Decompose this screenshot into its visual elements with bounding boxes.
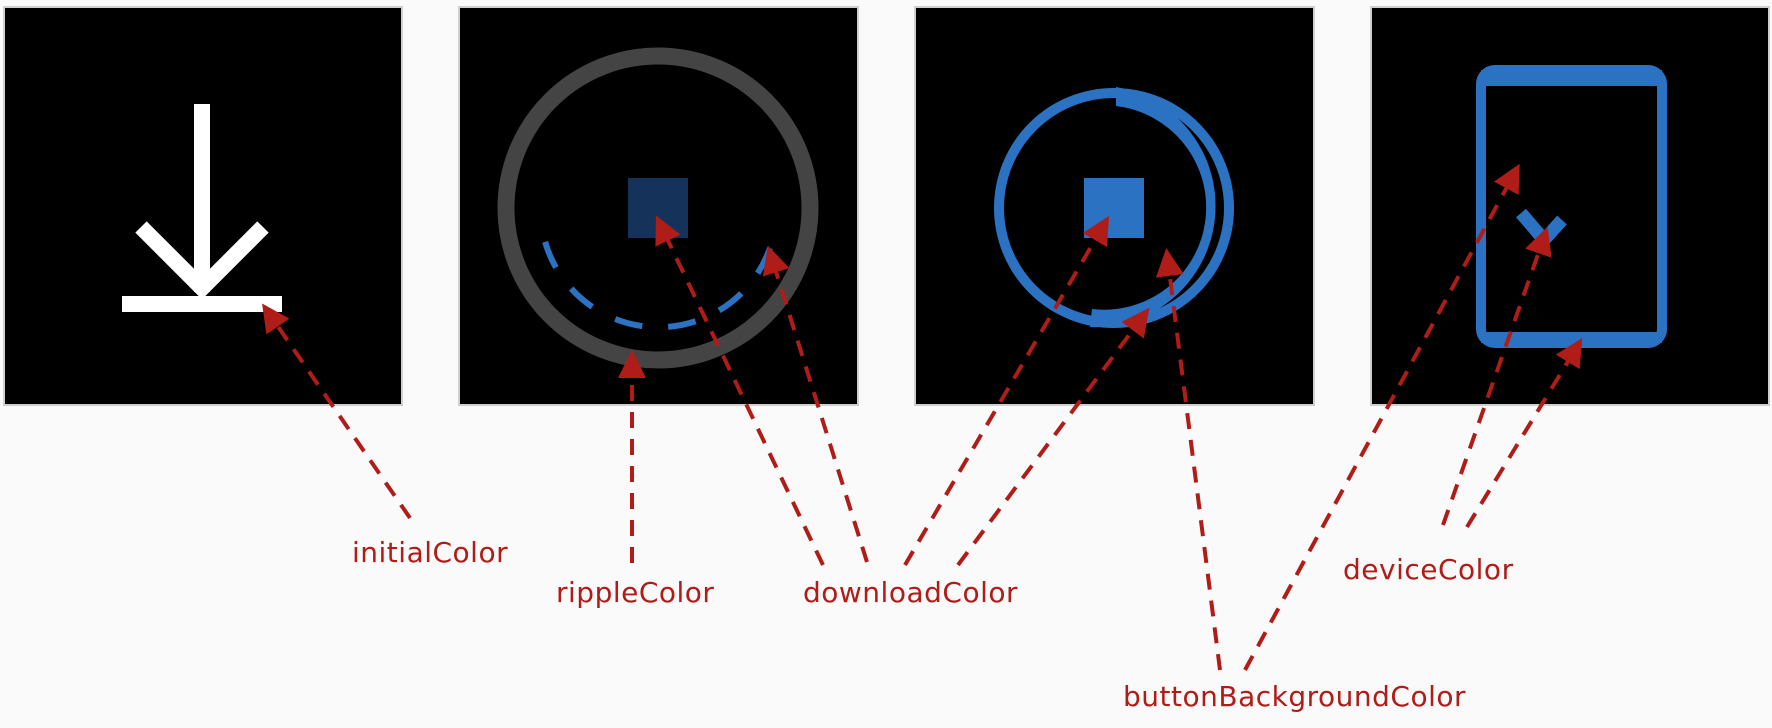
callout-labels: initialColor rippleColor downloadColor b… [352,536,1514,713]
panel-ripple [458,6,859,406]
download-arrow-icon [122,104,282,312]
arrow-download-3 [903,215,1110,567]
label-ripple-color: rippleColor [556,576,714,609]
arrow-download-1 [655,215,825,566]
label-initial-color: initialColor [352,536,508,569]
label-button-background-color: buttonBackgroundColor [1123,680,1466,713]
panel-initial [3,6,403,406]
annotation-arrows [262,163,1583,671]
label-device-color: deviceColor [1343,553,1514,586]
arrow-download-4 [956,307,1150,567]
label-download-color: downloadColor [803,576,1018,609]
arrow-button-bg-1 [1155,248,1222,671]
arrow-initial [262,303,412,520]
arrow-device-2 [1465,338,1583,529]
panel-downloading [914,6,1315,406]
arrow-button-bg-2 [1243,163,1520,671]
progress-ring-icon [994,87,1234,328]
panel-downloaded [1370,6,1770,406]
arrow-device-1 [1441,226,1552,526]
